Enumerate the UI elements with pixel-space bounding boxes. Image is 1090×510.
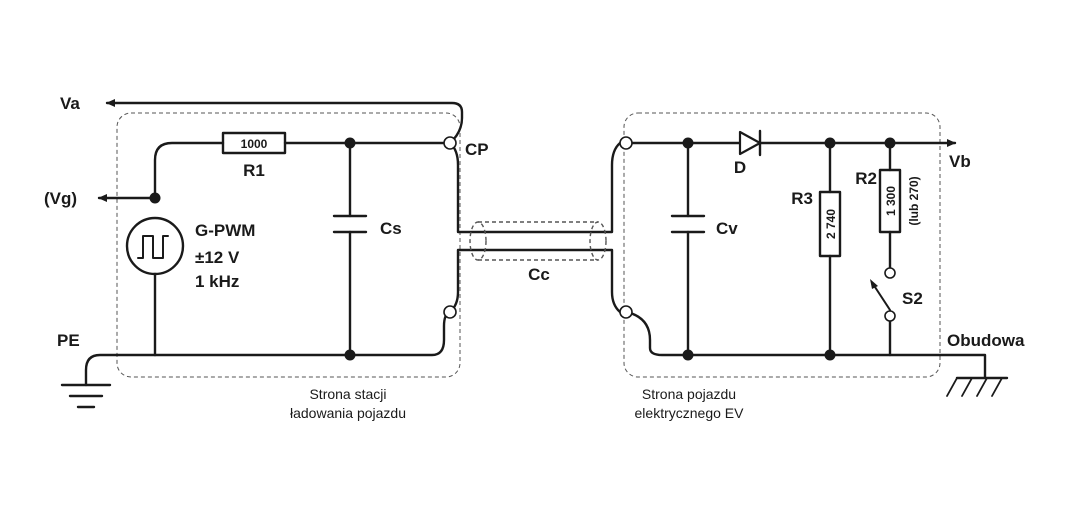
cp-terminal-vehicle [619, 136, 633, 150]
r3-label: R3 [791, 189, 813, 208]
r2-alt-value: (lub 270) [907, 176, 921, 225]
vehicle-side-boundary [623, 112, 941, 378]
cs-label: Cs [380, 219, 402, 238]
r1-value: 1000 [241, 137, 268, 151]
pe-terminal-vehicle [619, 305, 633, 319]
junction-dot [884, 137, 896, 149]
d-label: D [734, 158, 746, 177]
junction-dot [344, 349, 356, 361]
vehicle-wiring [625, 139, 987, 380]
cp-label: CP [465, 140, 489, 159]
junction-dot [824, 137, 836, 149]
junction-dot [682, 349, 694, 361]
pe-ground-icon [60, 383, 112, 409]
r3-value: 2 740 [824, 209, 838, 239]
vehicle-side-caption-line1: Strona pojazdu [642, 386, 736, 402]
chassis-ground-icon [946, 376, 1009, 397]
junction-dot [344, 137, 356, 149]
gpwm-label: G-PWM [195, 221, 255, 240]
r2-value: 1 300 [884, 186, 898, 216]
voltage-label: ±12 V [195, 248, 240, 267]
vehicle-side-caption-line2: elektrycznego EV [635, 405, 745, 421]
s2-switch-icon [870, 267, 896, 322]
station-side-caption-line1: Strona stacji [309, 386, 386, 402]
r1-resistor [221, 131, 287, 155]
r3-resistor [818, 190, 842, 258]
cp-terminal-station [443, 136, 457, 150]
gpwm-generator-icon [125, 216, 185, 276]
junction-dot [149, 192, 161, 204]
vb-label: Vb [949, 152, 971, 171]
cc-label: Cc [528, 265, 550, 284]
frequency-label: 1 kHz [195, 272, 239, 291]
station-side-caption-line2: ładowania pojazdu [290, 405, 406, 421]
r2-resistor [878, 168, 902, 234]
cv-label: Cv [716, 219, 738, 238]
junction-dot [682, 137, 694, 149]
cable-cc [448, 141, 622, 314]
va-label: Va [60, 94, 80, 113]
vg-label: (Vg) [44, 189, 77, 208]
diode-d-icon [738, 129, 762, 157]
station-side-boundary [116, 112, 461, 378]
r1-label: R1 [243, 161, 265, 180]
pe-terminal-station [443, 305, 457, 319]
pe-label: PE [57, 331, 80, 350]
obudowa-label: Obudowa [947, 331, 1025, 350]
r2-label: R2 [855, 169, 877, 188]
s2-label: S2 [902, 289, 923, 308]
junction-dot [824, 349, 836, 361]
